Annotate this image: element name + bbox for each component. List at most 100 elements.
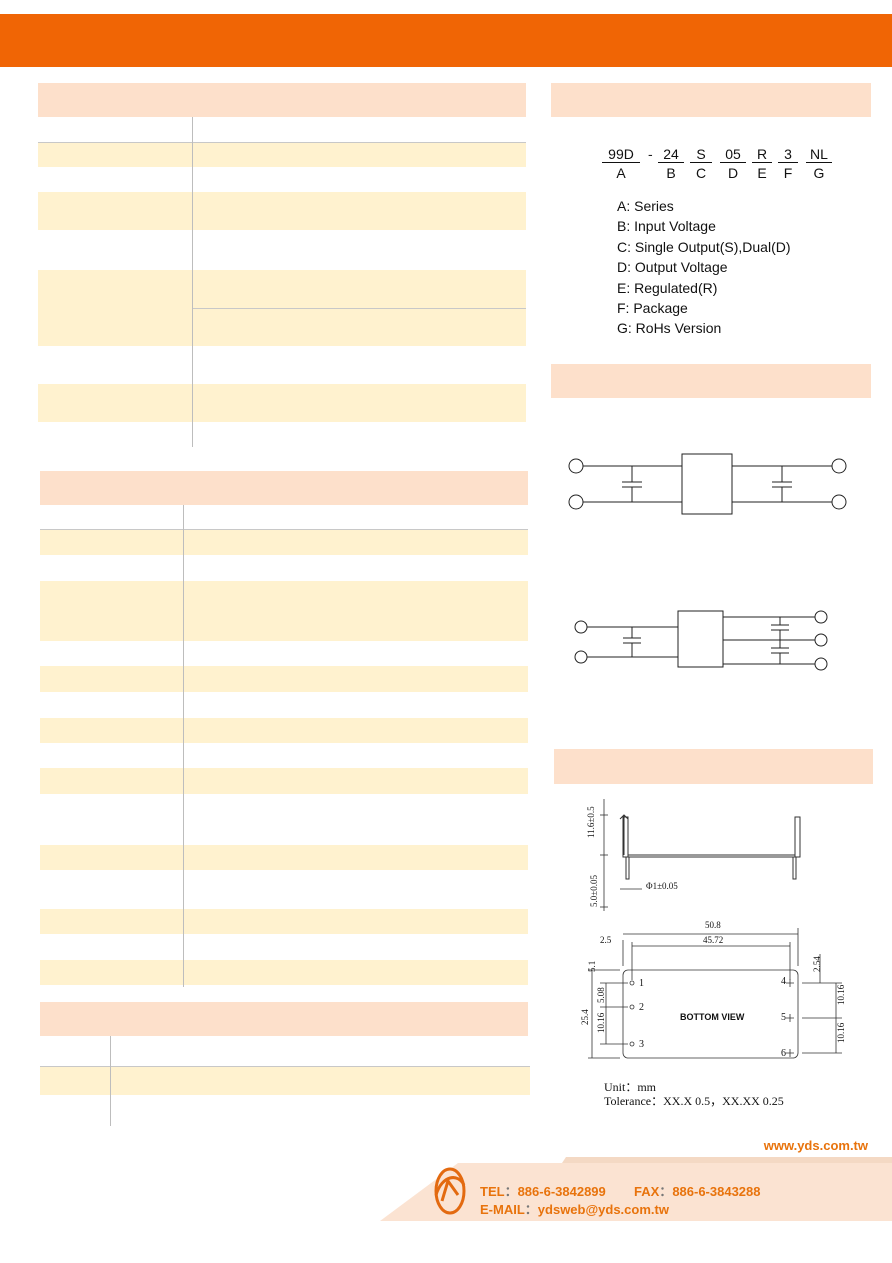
table-column-divider: [110, 1036, 111, 1126]
website-url[interactable]: www.yds.com.tw: [763, 1138, 868, 1153]
table-row: [38, 384, 526, 422]
email-label: E-MAIL: [480, 1202, 525, 1217]
dual-output-block-diagram: [574, 610, 828, 671]
pin-label-6: 6: [781, 1048, 786, 1059]
converter-block: [677, 610, 724, 668]
code-value: 99D: [602, 145, 640, 163]
table-row: [40, 666, 528, 692]
dim-right-pitch2: 10.16: [836, 1022, 846, 1043]
colon: ：: [504, 1184, 518, 1199]
pin-4-marker: [786, 979, 794, 987]
input-terminal-1: [574, 620, 588, 634]
top-banner: [0, 14, 892, 67]
dim-width-total: 50.8: [705, 920, 721, 930]
table-divider: [38, 142, 526, 143]
dim-side-height: 11.6±0.5: [586, 806, 596, 838]
unit-line: Unit：mm: [604, 1080, 657, 1094]
code-series: 99D A: [602, 145, 640, 183]
code-package: 3 F: [778, 145, 798, 183]
legend-item: D: Output Voltage: [617, 259, 728, 276]
table-column-divider: [192, 117, 193, 447]
code-value: R: [752, 145, 772, 163]
pin: [792, 856, 797, 880]
legend-item: C: Single Output(S),Dual(D): [617, 238, 791, 255]
company-logo: [434, 1167, 466, 1215]
output-terminal-positive: [814, 610, 828, 624]
table-divider: [192, 308, 526, 309]
output-terminal-common: [814, 633, 828, 647]
contact-email: E-MAIL：ydsweb@yds.com.tw: [480, 1199, 669, 1218]
output-terminal-1: [831, 458, 847, 474]
code-value: 05: [720, 145, 746, 163]
code-value: 3: [778, 145, 798, 163]
pin-label-1: 1: [639, 978, 644, 989]
output-terminal-2: [831, 494, 847, 510]
colon: ：: [524, 1202, 538, 1217]
code-value: S: [690, 145, 712, 163]
code-letter: D: [727, 165, 739, 181]
code-rohs: NL G: [806, 145, 832, 183]
section-header-block-diagram: [551, 364, 871, 398]
table-row: [40, 909, 528, 934]
table-row: [40, 768, 528, 794]
table-row: [40, 845, 528, 870]
dim-height-total: 25.4: [580, 1009, 590, 1025]
code-letter: C: [695, 165, 707, 181]
code-letter: G: [813, 165, 825, 181]
part-number-code: 99D A - 24 B S C 05 D R E 3 F NL G: [600, 145, 840, 185]
pin-5-marker: [786, 1014, 794, 1022]
dim-pin-span: 45.72: [703, 935, 724, 945]
bottom-view-drawing: [588, 928, 842, 1059]
input-terminal-2: [568, 494, 584, 510]
colon: ：: [659, 1184, 673, 1199]
dim-right-offset: 2.54: [812, 956, 822, 972]
contact-fax: FAX：886-6-3843288: [634, 1181, 761, 1200]
input-terminal-2: [574, 650, 588, 664]
code-input-voltage: 24 B: [658, 145, 684, 183]
legend-item: B: Input Voltage: [617, 218, 716, 235]
pin-6-marker: [786, 1049, 794, 1057]
dim-pitch-left: 5.08: [596, 987, 606, 1003]
pin-label-4: 4: [781, 976, 786, 987]
pin-label-2: 2: [639, 1002, 644, 1013]
dim-pitch-left2: 10.16: [596, 1012, 606, 1033]
single-output-block-diagram: [568, 453, 847, 515]
section-header-mechanical: [554, 749, 873, 784]
code-letter: B: [666, 165, 676, 181]
email-value[interactable]: ydsweb@yds.com.tw: [537, 1202, 669, 1217]
legend-item: A: Series: [617, 198, 674, 214]
table-divider: [40, 529, 528, 530]
side-view-drawing: [600, 799, 801, 911]
pin-3-marker: [629, 1041, 635, 1047]
table-row: [40, 581, 528, 641]
table-divider: [40, 1066, 530, 1067]
section-header-output-specs: [40, 471, 528, 505]
code-letter: A: [616, 165, 626, 181]
contact-tel: TEL：886-6-3842899: [480, 1181, 606, 1200]
code-regulated: R E: [752, 145, 772, 183]
dim-pin-length: 5.0±0.05: [589, 875, 599, 907]
section-header-part-number: [551, 83, 871, 117]
general-spec-table: [40, 1036, 530, 1126]
input-spec-table: [38, 117, 526, 447]
output-spec-table: [40, 505, 528, 987]
legend-item: E: Regulated(R): [617, 279, 718, 296]
table-row: [38, 143, 526, 167]
output-terminal-negative: [814, 657, 828, 671]
code-letter: E: [757, 165, 767, 181]
table-row: [40, 960, 528, 985]
table-row: [40, 1067, 530, 1095]
code-letter: F: [783, 165, 793, 181]
pin-2-marker: [629, 1004, 635, 1010]
code-value: 24: [658, 145, 684, 163]
fax-label: FAX: [634, 1184, 660, 1199]
part-number-legend: A: Series B: Input Voltage C: Single Out…: [617, 196, 857, 339]
footer-band: [380, 1157, 892, 1221]
dim-pin-diameter: Φ1±0.05: [646, 881, 678, 891]
section-header-general-specs: [40, 1002, 528, 1036]
converter-block: [681, 453, 733, 515]
bottom-view-label: BOTTOM VIEW: [680, 1012, 745, 1022]
code-output-voltage: 05 D: [720, 145, 746, 183]
pin-label-5: 5: [781, 1012, 786, 1023]
table-row: [38, 192, 526, 230]
